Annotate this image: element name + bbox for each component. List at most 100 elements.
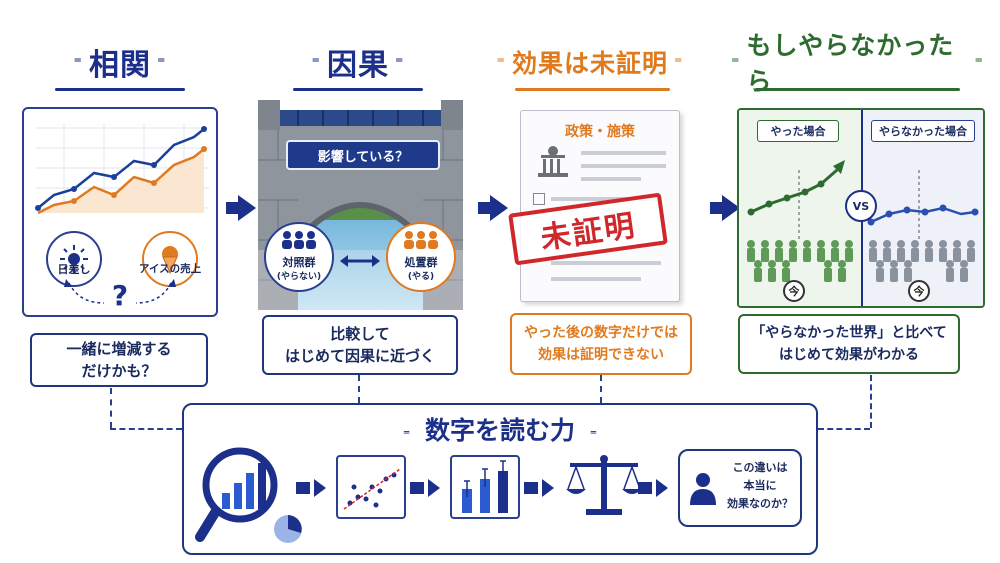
sparkle-icon: ⁼ <box>496 52 506 72</box>
sparkle-icon: ⁼ <box>311 52 321 72</box>
control-label: 対照群 <box>282 256 316 269</box>
vs-text: VS <box>852 199 870 213</box>
did-label-text: やった場合 <box>770 125 826 138</box>
did-not-label-text: やらなかった場合 <box>879 125 967 138</box>
arrow-right-icon <box>410 479 440 497</box>
heading-correlation: ⁼ 相関 ⁼ <box>20 40 220 84</box>
icecream-label: アイスの売上 <box>138 263 202 275</box>
heading-counterfactual-text: もしやらなかったら <box>746 31 955 96</box>
document-title: 政策・施策 <box>565 124 635 140</box>
heading-underline <box>55 88 185 91</box>
now-left-text: 今 <box>788 285 800 298</box>
now-marker-left: 今 <box>783 280 805 302</box>
treatment-group-circle: 処置群 (やる) <box>386 222 456 292</box>
did-label: やった場合 <box>757 120 839 142</box>
people-icon <box>404 231 438 249</box>
sparkle-icon: ⁼ <box>73 52 83 72</box>
sparkle-icon: ⁼ <box>589 427 598 443</box>
heading-unproven-text: 効果は未証明 <box>511 49 668 78</box>
error-bar-chart-icon <box>450 455 520 519</box>
sun-circle <box>46 231 102 287</box>
arrow-right-icon <box>524 479 554 497</box>
doc-line <box>551 261 661 265</box>
crowd-did-icon <box>747 240 853 282</box>
connector-line <box>110 388 112 428</box>
control-sub: (やらない) <box>276 272 322 282</box>
treatment-sub: (やる) <box>407 272 435 282</box>
vs-badge: VS <box>845 190 877 222</box>
arrow-right-icon <box>710 195 740 221</box>
bridge-illustration: 影響している？ 対照群 (やらない) 処置群 (やる) <box>258 100 463 310</box>
sun-label: 日差し <box>57 263 91 276</box>
now-right-text: 今 <box>913 285 925 298</box>
icecream-icon <box>162 246 178 275</box>
crowd-did-not-icon <box>869 240 975 282</box>
magnifier-icon <box>195 447 302 543</box>
question-mark: ? <box>111 279 129 312</box>
bottom-title-text: 数字を読む力 <box>424 416 575 445</box>
heading-correlation-text: 相関 <box>89 48 151 83</box>
government-building-icon <box>538 146 568 177</box>
arrow-right-icon <box>478 195 508 221</box>
heading-causation-text: 因果 <box>327 48 389 83</box>
counterfactual-caption-line2: はじめて効果がわかる <box>779 347 919 363</box>
bridge-sign-text: 影響している？ <box>317 149 409 165</box>
causation-caption-line2: はじめて因果に近づく <box>284 347 435 365</box>
heading-causation: ⁼ 因果 ⁼ <box>258 40 458 84</box>
trend-lines <box>747 160 979 240</box>
sun-icon <box>60 245 88 273</box>
person-icon <box>690 473 716 505</box>
correlation-caption: 一緒に増減する だけかも？ <box>30 333 208 387</box>
question-arrows <box>64 279 176 304</box>
connector-line <box>110 428 182 430</box>
correlation-panel: 日差し アイスの売上 ? <box>22 107 218 317</box>
counterfactual-panel: やった場合 やらなかった場合 VS <box>737 108 985 308</box>
stamp-text: 未証明 <box>538 208 639 257</box>
correlation-chart <box>35 123 209 215</box>
unproven-caption-line2: 効果は証明できない <box>538 347 664 363</box>
sparkle-icon: ⁼ <box>731 52 741 72</box>
unproven-caption-line1: やった後の数字だけでは <box>524 325 678 341</box>
reading-numbers-box: ⁼ 数字を読む力 ⁼ <box>182 403 818 555</box>
people-icon <box>282 231 316 249</box>
question-line1: この違いは <box>732 461 788 474</box>
control-group-circle: 対照群 (やらない) <box>264 222 334 292</box>
connector-line <box>870 375 872 428</box>
heading-counterfactual: ⁼ もしやらなかったら ⁼ <box>725 31 990 96</box>
correlation-caption-line1: 一緒に増減する <box>66 340 172 358</box>
heading-underline <box>515 88 670 91</box>
connector-line <box>818 428 870 430</box>
causation-caption-line1: 比較して <box>330 325 390 343</box>
connector-line <box>600 375 602 403</box>
connector-line <box>358 375 360 403</box>
counterfactual-caption: 「やらなかった世界」と比べて はじめて効果がわかる <box>738 314 960 374</box>
heading-underline <box>755 88 960 91</box>
compare-arrow-icon <box>340 252 380 267</box>
question-box: この違いは 本当に 効果なのか？ <box>678 449 802 527</box>
question-line2: 本当に <box>743 479 777 492</box>
bottom-title: ⁼ 数字を読む力 ⁼ <box>184 411 816 447</box>
counterfactual-caption-line1: 「やらなかった世界」と比べて <box>751 325 947 341</box>
heading-underline <box>293 88 423 91</box>
did-not-label: やらなかった場合 <box>871 120 975 142</box>
doc-line <box>551 277 641 281</box>
doc-line <box>551 197 661 201</box>
correlation-caption-line2: だけかも？ <box>81 362 157 380</box>
question-line3: 効果なのか？ <box>727 497 793 510</box>
sparkle-icon: ⁼ <box>674 52 684 72</box>
treatment-label: 処置群 <box>404 256 438 269</box>
arrow-right-icon <box>226 195 256 221</box>
bridge-sign: 影響している？ <box>286 140 440 170</box>
now-marker-right: 今 <box>908 280 930 302</box>
heading-unproven: ⁼ 効果は未証明 ⁼ <box>490 40 690 84</box>
scale-icon <box>566 455 642 515</box>
sparkle-icon: ⁼ <box>157 52 167 72</box>
scatter-plot-icon <box>336 455 406 519</box>
sparkle-icon: ⁼ <box>395 52 405 72</box>
arrow-right-icon <box>638 479 668 497</box>
unproven-caption: やった後の数字だけでは 効果は証明できない <box>510 313 692 375</box>
doc-lines <box>581 151 666 181</box>
causation-caption: 比較して はじめて因果に近づく <box>262 315 458 375</box>
icecream-circle <box>142 231 198 287</box>
sparkle-icon: ⁼ <box>974 52 984 72</box>
